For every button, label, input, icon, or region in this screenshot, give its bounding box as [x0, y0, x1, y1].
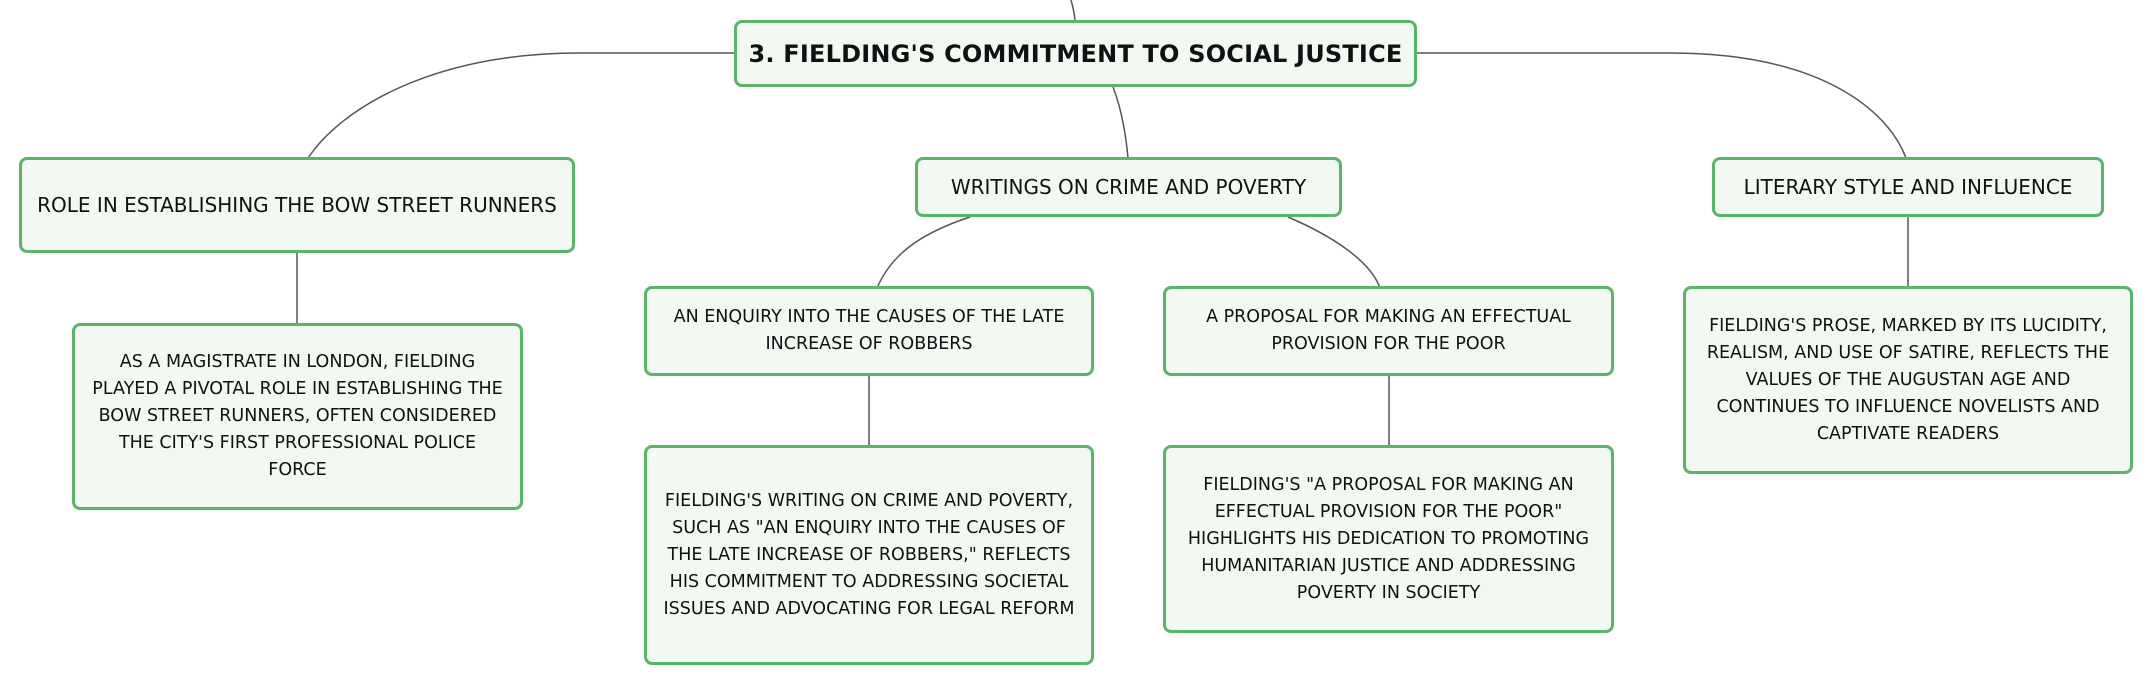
- branch-literary-style[interactable]: LITERARY STYLE AND INFLUENCE: [1712, 157, 2104, 217]
- detail-text: FIELDING'S WRITING ON CRIME AND POVERTY,…: [663, 490, 1075, 619]
- branch-bow-street-runners[interactable]: ROLE IN ESTABLISHING THE BOW STREET RUNN…: [19, 157, 575, 253]
- sub-branch-enquiry-robbers[interactable]: AN ENQUIRY INTO THE CAUSES OF THE LATE I…: [644, 286, 1094, 376]
- branch-label: WRITINGS ON CRIME AND POVERTY: [950, 175, 1307, 199]
- branch-label: LITERARY STYLE AND INFLUENCE: [1743, 175, 2073, 199]
- root-title: 3. FIELDING'S COMMITMENT TO SOCIAL JUSTI…: [748, 39, 1403, 68]
- branch-label: ROLE IN ESTABLISHING THE BOW STREET RUNN…: [37, 193, 557, 217]
- detail-text: FIELDING'S "A PROPOSAL FOR MAKING AN EFF…: [1187, 474, 1590, 603]
- connector-root-to-bow-street: [307, 52, 734, 159]
- detail-text: AS A MAGISTRATE IN LONDON, FIELDING PLAY…: [92, 352, 503, 480]
- connector-root-to-writings: [1112, 86, 1129, 159]
- sub-branch-label: AN ENQUIRY INTO THE CAUSES OF THE LATE I…: [673, 307, 1065, 354]
- sub-branch-proposal-poor[interactable]: A PROPOSAL FOR MAKING AN EFFECTUAL PROVI…: [1163, 286, 1614, 376]
- connector-root-to-literary-style: [1417, 52, 1907, 159]
- detail-proposal-poor[interactable]: FIELDING'S "A PROPOSAL FOR MAKING AN EFF…: [1163, 445, 1614, 633]
- connector-parent-to-root: [1070, 0, 1076, 21]
- connector-writings-to-proposal: [1287, 216, 1381, 289]
- root-node[interactable]: 3. FIELDING'S COMMITMENT TO SOCIAL JUSTI…: [734, 20, 1417, 87]
- detail-literary-style[interactable]: FIELDING'S PROSE, MARKED BY ITS LUCIDITY…: [1683, 286, 2133, 474]
- detail-bow-street-runners[interactable]: AS A MAGISTRATE IN LONDON, FIELDING PLAY…: [72, 323, 523, 510]
- connector-writings-to-enquiry: [876, 216, 971, 289]
- detail-text: FIELDING'S PROSE, MARKED BY ITS LUCIDITY…: [1706, 315, 2110, 444]
- branch-writings-on-crime[interactable]: WRITINGS ON CRIME AND POVERTY: [915, 157, 1342, 217]
- detail-enquiry-robbers[interactable]: FIELDING'S WRITING ON CRIME AND POVERTY,…: [644, 445, 1094, 665]
- sub-branch-label: A PROPOSAL FOR MAKING AN EFFECTUAL PROVI…: [1206, 307, 1571, 354]
